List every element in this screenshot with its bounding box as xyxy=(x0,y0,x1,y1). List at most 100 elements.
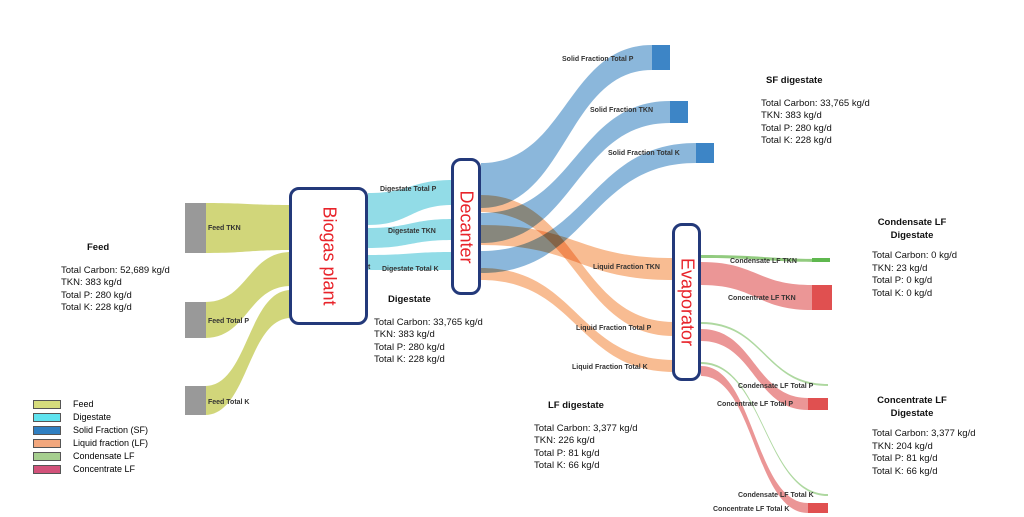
node-bar-concentrate-lf-total-p xyxy=(808,398,828,410)
condensate-total-p: Total P: 0 kg/d xyxy=(872,275,933,286)
solid-fraction-total-k-label: Solid Fraction Total K xyxy=(608,150,680,157)
evaporator-label: Evaporator xyxy=(677,257,697,347)
concentrate-title: Concentrate LF Digestate xyxy=(877,395,947,419)
flow-feed-tkn xyxy=(205,203,291,253)
legend-label: Feed xyxy=(73,399,94,409)
flow-condensate-lf-total-k xyxy=(701,362,828,496)
digestate-info: Digestate Total Carbon: 33,765 kg/d TKN:… xyxy=(374,294,483,367)
condensate-total-k: Total K: 0 kg/d xyxy=(872,287,933,299)
lf-digestate-title: LF digestate xyxy=(548,400,604,411)
legend-swatch xyxy=(33,452,61,461)
digestate-total-k-label: Digestate Total K xyxy=(382,266,439,273)
digestate-total-carbon: Total Carbon: 33,765 kg/d xyxy=(374,316,483,328)
node-bars-layer xyxy=(185,45,832,513)
feed-tkn-label: Feed TKN xyxy=(208,225,241,232)
flow-solid-fraction-total-p xyxy=(481,45,652,208)
concentrate-lf-tkn-label: Concentrate LF TKN xyxy=(728,295,796,302)
flow-liquid-fraction-tkn xyxy=(481,225,674,280)
flow-condensate-lf-total-p xyxy=(701,322,828,386)
lf-tkn: TKN: 226 kg/d xyxy=(534,435,595,446)
liquid-fraction-total-k-label: Liquid Fraction Total K xyxy=(572,364,648,371)
legend-swatch xyxy=(33,400,61,409)
flows-layer xyxy=(205,45,828,513)
node-bar-feed-total-k xyxy=(185,386,206,415)
node-labels: Feed TKN Feed Total P Feed Total K Diges… xyxy=(208,56,814,513)
condensate-tkn: TKN: 23 kg/d xyxy=(872,262,928,274)
biogas-plant-box: Biogas plant xyxy=(289,187,368,325)
node-bar-solid-fraction-total-k xyxy=(696,143,714,163)
legend-item-solid-fraction: Solid Fraction (SF) xyxy=(33,424,148,437)
condensate-lf-total-p-label: Condensate LF Total P xyxy=(738,383,814,390)
liquid-fraction-tkn-label: Liquid Fraction TKN xyxy=(593,264,660,271)
legend-label: Condensate LF xyxy=(73,451,135,461)
node-bar-solid-fraction-total-p xyxy=(652,45,670,70)
legend-swatch xyxy=(33,439,61,448)
digestate-total-k: Total K: 228 kg/d xyxy=(374,354,445,365)
feed-tkn: TKN: 383 kg/d xyxy=(61,277,122,288)
node-bar-feed-total-p xyxy=(185,302,206,338)
feed-total-p-label: Feed Total P xyxy=(208,318,249,325)
concentrate-tkn: TKN: 204 kg/d xyxy=(872,440,933,452)
flow-digestate-tkn xyxy=(368,219,453,248)
condensate-lf-total-k-label: Condensate LF Total K xyxy=(738,492,814,499)
flow-concentrate-lf-total-p xyxy=(701,329,808,410)
lf-total-p: Total P: 81 kg/d xyxy=(534,447,600,459)
evaporator-box: Evaporator xyxy=(672,223,701,381)
legend: Feed Digestate Solid Fraction (SF) Liqui… xyxy=(33,398,148,476)
legend-item-liquid-fraction: Liquid fraction (LF) xyxy=(33,437,148,450)
digestate-tkn-label: Digestate TKN xyxy=(388,228,436,235)
condensate-total-carbon: Total Carbon: 0 kg/d xyxy=(872,250,958,261)
node-bar-concentrate-lf-total-k xyxy=(808,503,828,513)
concentrate-total-k: Total K: 66 kg/d xyxy=(872,465,938,477)
solid-fraction-tkn-label: Solid Fraction TKN xyxy=(590,107,653,114)
lf-total-carbon: Total Carbon: 3,377 kg/d xyxy=(534,422,638,434)
legend-label: Liquid fraction (LF) xyxy=(73,438,149,448)
sf-total-k: Total K: 228 kg/d xyxy=(761,135,832,146)
feed-total-k: Total K: 228 kg/d xyxy=(61,302,132,313)
digestate-total-p-label: Digestate Total P xyxy=(380,186,437,193)
flow-liquid-fraction-total-p xyxy=(481,195,674,336)
legend-item-condensate-lf: Condensate LF xyxy=(33,450,148,463)
flow-concentrate-lf-tkn xyxy=(701,262,812,310)
concentrate-lf-total-p-label: Concentrate LF Total P xyxy=(717,401,793,408)
feed-total-carbon: Total Carbon: 52,689 kg/d xyxy=(61,264,170,276)
flow-liquid-fraction-total-k xyxy=(481,268,674,372)
feed-total-k-label: Feed Total K xyxy=(208,399,249,406)
biogas-plant-label: Biogas plant xyxy=(319,206,339,306)
concentrate-lf-total-k-label: Concentrate LF Total K xyxy=(713,506,789,513)
flow-digestate-total-k xyxy=(368,252,453,270)
sf-tkn: TKN: 383 kg/d xyxy=(761,110,822,121)
sf-total-carbon: Total Carbon: 33,765 kg/d xyxy=(761,97,870,109)
sf-digestate-title: SF digestate xyxy=(766,75,823,86)
flow-condensate-lf-tkn xyxy=(701,255,828,262)
node-bar-concentrate-lf-tkn xyxy=(812,285,832,310)
decanter-label: Decanter xyxy=(456,189,477,264)
node-bar-feed-tkn xyxy=(185,203,206,253)
condensate-info: Condensate LF Digestate Total Carbon: 0 … xyxy=(872,217,957,300)
liquid-fraction-total-p-label: Liquid Fraction Total P xyxy=(576,325,652,332)
legend-label: Digestate xyxy=(73,412,112,422)
flow-feed-total-p xyxy=(205,252,291,338)
concentrate-total-carbon: Total Carbon: 3,377 kg/d xyxy=(872,428,976,439)
feed-total-p: Total P: 280 kg/d xyxy=(61,289,132,301)
digestate-tkn: TKN: 383 kg/d xyxy=(374,329,435,340)
feed-info: Feed Total Carbon: 52,689 kg/d TKN: 383 … xyxy=(61,242,170,315)
legend-swatch xyxy=(33,465,61,474)
legend-item-feed: Feed xyxy=(33,398,148,411)
solid-fraction-total-p-label: Solid Fraction Total P xyxy=(562,56,634,63)
sf-digestate-info: SF digestate Total Carbon: 33,765 kg/d T… xyxy=(761,75,870,148)
legend-label: Solid Fraction (SF) xyxy=(73,425,149,435)
flow-solid-fraction-tkn xyxy=(481,101,670,243)
concentrate-info: Concentrate LF Digestate Total Carbon: 3… xyxy=(872,395,976,478)
flow-concentrate-lf-total-k xyxy=(701,366,808,513)
legend-item-concentrate-lf: Concentrate LF xyxy=(33,463,148,476)
legend-label: Concentrate LF xyxy=(73,464,136,474)
lf-digestate-info: LF digestate Total Carbon: 3,377 kg/d TK… xyxy=(534,400,638,473)
decanter-box: Decanter xyxy=(451,158,481,295)
condensate-lf-tkn-label: Condensate LF TKN xyxy=(730,258,797,265)
legend-swatch xyxy=(33,413,61,422)
lf-total-k: Total K: 66 kg/d xyxy=(534,460,600,471)
legend-item-digestate: Digestate xyxy=(33,411,148,424)
digestate-total-p: Total P: 280 kg/d xyxy=(374,341,445,353)
